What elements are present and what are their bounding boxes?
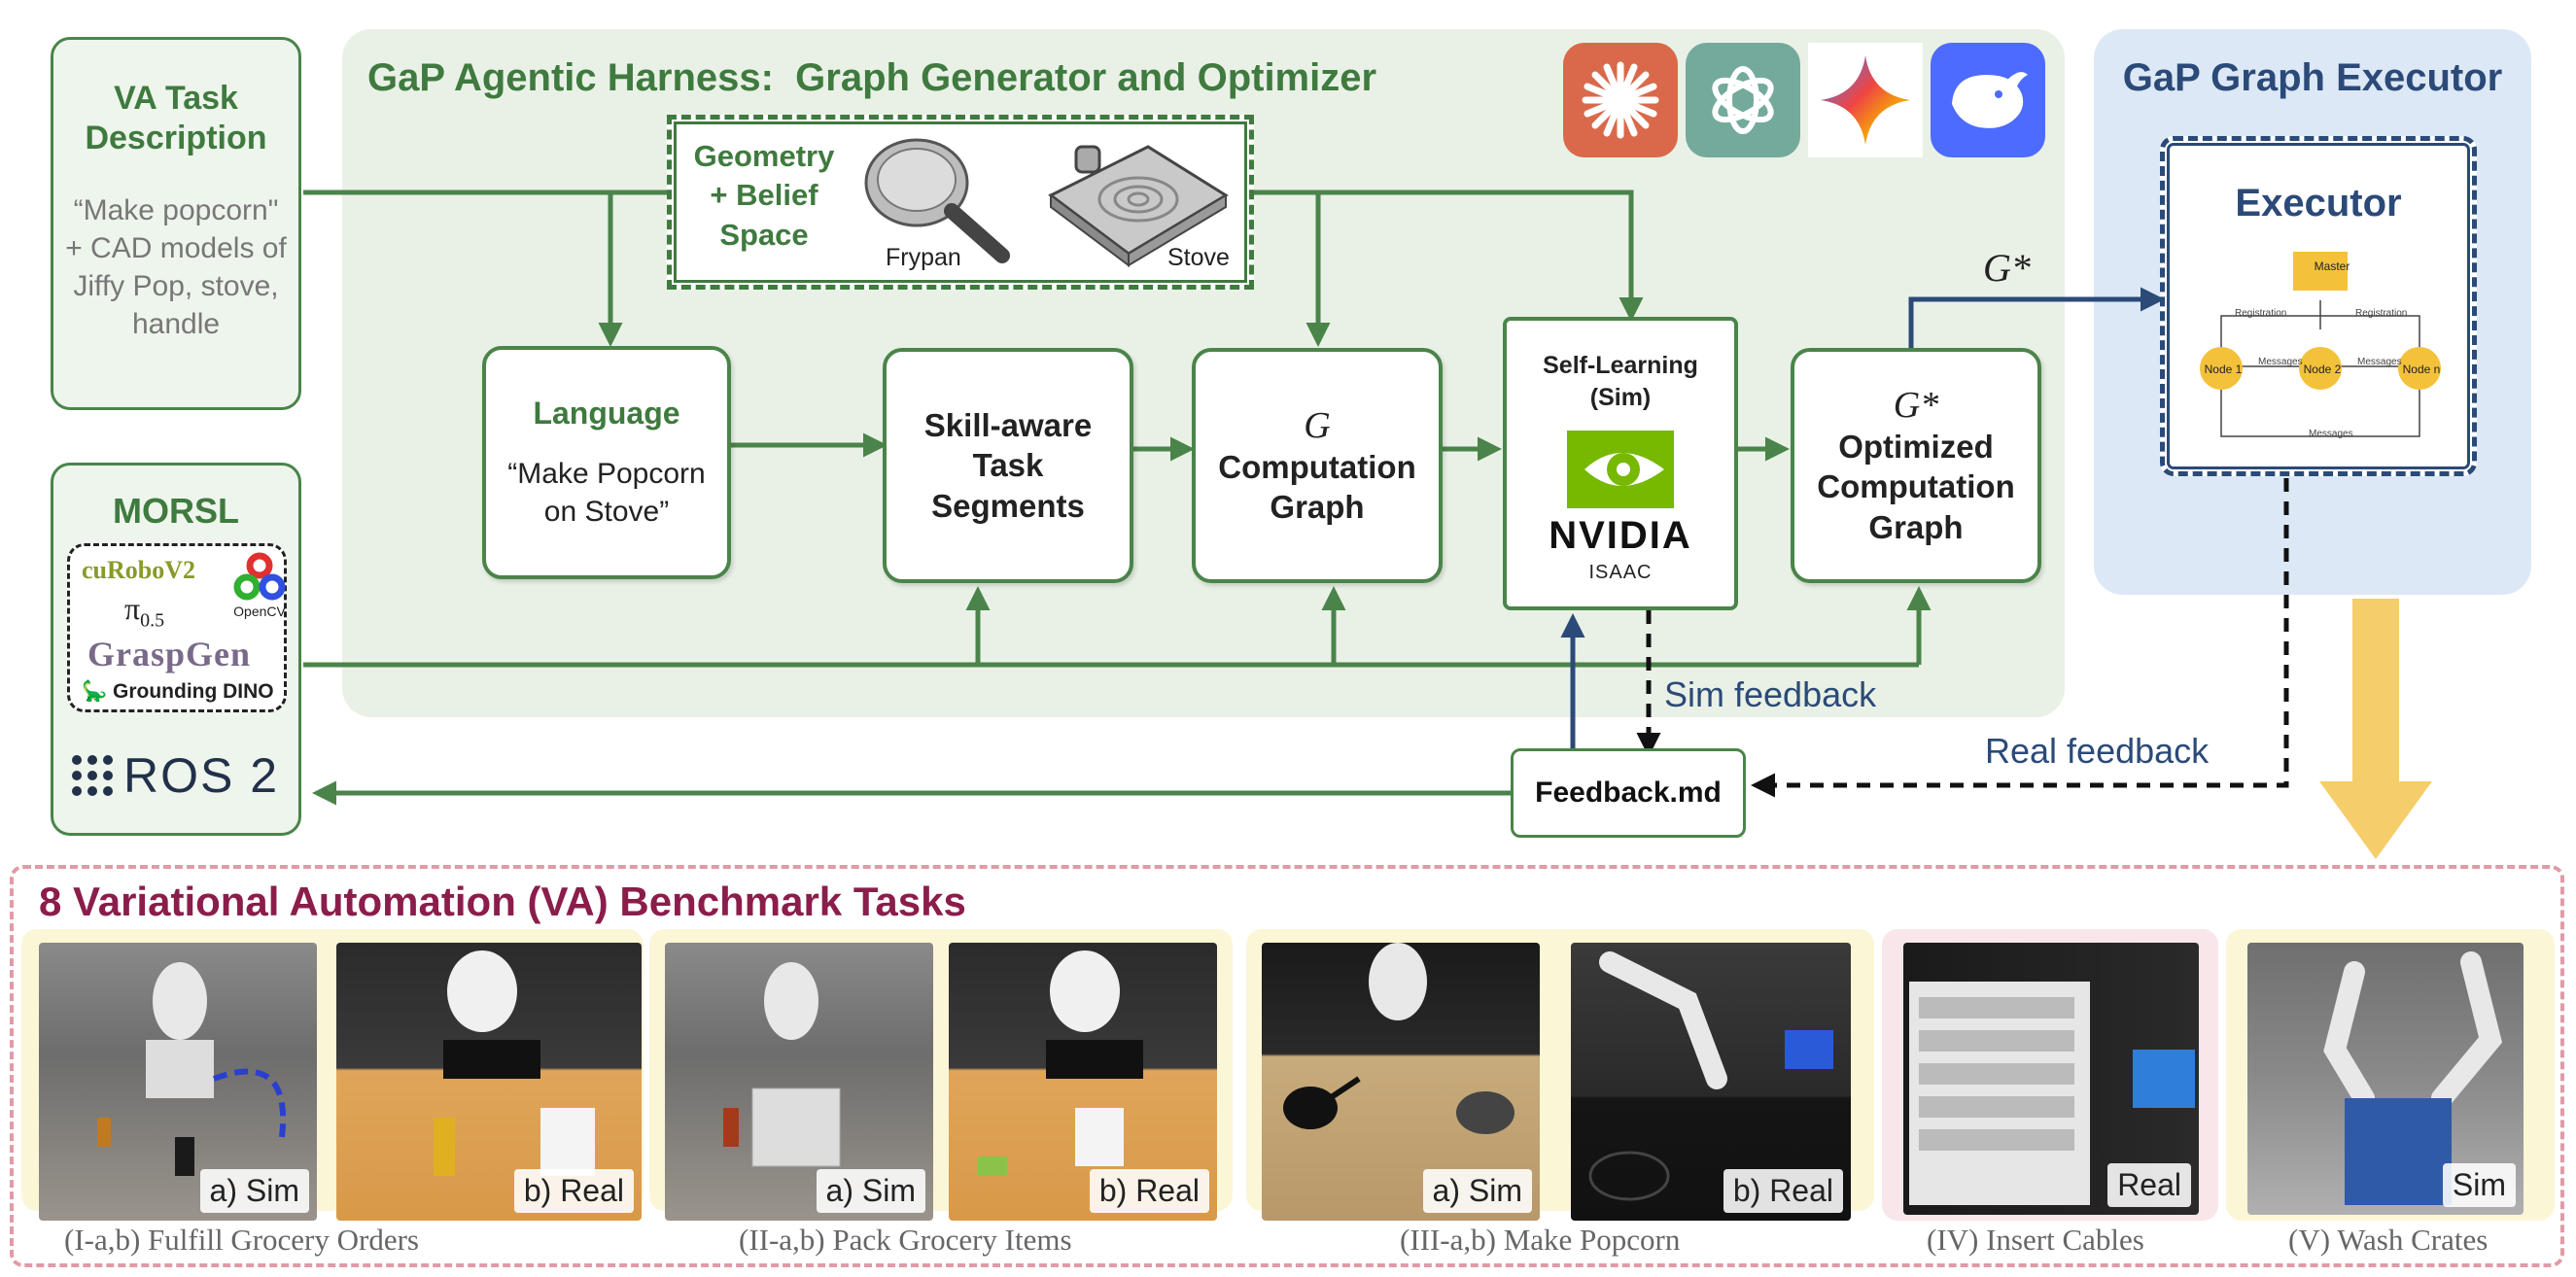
- geometry-box: Geometry + Belief Space Frypan Stove: [667, 115, 1254, 290]
- skill-segments-box: Skill-aware Task Segments: [883, 348, 1133, 583]
- photo-label-pack-real: b) Real: [1089, 1169, 1209, 1213]
- node-2-label: Node 2: [2303, 362, 2342, 376]
- registration-label-left: Registration: [2235, 308, 2287, 319]
- self-learning-box: Self-Learning (Sim) NVIDIA ISAAC: [1503, 317, 1738, 610]
- photo-label-cables-real: Real: [2107, 1163, 2191, 1207]
- caption-pack-grocery: (II-a,b) Pack Grocery Items: [739, 1223, 1072, 1257]
- language-quote: “Make Popcorn on Stove”: [507, 457, 706, 528]
- photo-cables-real: Real: [1903, 943, 2199, 1215]
- big-yellow-arrow: [2319, 599, 2432, 859]
- optimized-graph-box: G* Optimized Computation Graph: [1791, 348, 2041, 583]
- geometry-label: Geometry + Belief Space: [693, 139, 835, 252]
- morsl-title: MORSL: [113, 491, 239, 531]
- node-1: [2200, 347, 2243, 390]
- photo-label-grocery-sim: a) Sim: [199, 1169, 309, 1213]
- benchmark-title: 8 Variational Automation (VA) Benchmark …: [39, 879, 966, 924]
- frypan-icon: [864, 138, 1010, 263]
- pi-symbol: π: [124, 591, 141, 626]
- ros-dots-icon: [72, 755, 113, 796]
- messages-label-left: Messages: [2258, 357, 2303, 367]
- registration-label-right: Registration: [2355, 308, 2408, 319]
- computation-graph-box: G Computation Graph: [1192, 348, 1443, 583]
- photo-label-crates-sim: Sim: [2442, 1163, 2516, 1207]
- ros2-logo: ROS 2: [71, 747, 279, 804]
- real-feedback-label: Real feedback: [1985, 731, 2210, 771]
- dino-icon: 🦕: [82, 680, 108, 703]
- grounding-dino-logo: 🦕 Grounding DINO: [82, 680, 274, 704]
- node-1-label: Node 1: [2204, 362, 2243, 376]
- ros2-label: ROS 2: [123, 748, 280, 803]
- photo-label-popcorn-real: b) Real: [1723, 1169, 1843, 1213]
- master-node: [2293, 252, 2348, 291]
- gemini-icon: [1808, 43, 1923, 157]
- photo-pack-sim: a) Sim: [665, 943, 933, 1221]
- messages-label-right: Messages: [2357, 357, 2402, 367]
- va-task-box: VA Task Description “Make popcorn" + CAD…: [51, 37, 301, 410]
- va-task-title: VA Task Description: [85, 80, 267, 156]
- morsl-libraries: cuRoboV2 OpenCV π0.5 GraspGen 🦕 Groundin…: [67, 543, 287, 712]
- language-box: Language “Make Popcorn on Stove”: [482, 346, 731, 579]
- skill-segments-title: Skill-aware Task Segments: [923, 407, 1093, 524]
- self-learning-title: Self-Learning (Sim): [1543, 352, 1698, 411]
- master-label: Master: [2314, 259, 2350, 273]
- node-n-label: Node n: [2402, 362, 2441, 376]
- photo-popcorn-sim: a) Sim: [1262, 943, 1540, 1221]
- language-title: Language: [533, 395, 680, 431]
- caption-grocery-orders: (I-a,b) Fulfill Grocery Orders: [64, 1223, 419, 1257]
- pi-logo: π0.5: [124, 591, 164, 632]
- photo-label-grocery-real: b) Real: [513, 1169, 634, 1213]
- openai-icon: [1686, 43, 1800, 157]
- va-task-description: “Make popcorn" + CAD models of Jiffy Pop…: [65, 193, 287, 340]
- harness-title: GaP Agentic Harness: Graph Generator and…: [367, 56, 1377, 99]
- opencv-label: OpenCV: [233, 604, 286, 619]
- caption-popcorn: (III-a,b) Make Popcorn: [1400, 1223, 1681, 1257]
- feedback-file-box: Feedback.md: [1511, 748, 1746, 838]
- photo-grocery-real: b) Real: [336, 943, 642, 1221]
- stove-icon: [1048, 145, 1229, 267]
- photo-popcorn-real: b) Real: [1571, 943, 1851, 1221]
- feedback-file-label: Feedback.md: [1535, 777, 1722, 809]
- graph-symbol: G: [1304, 404, 1331, 446]
- executor-graph: [2200, 252, 2441, 437]
- nvidia-label: NVIDIA: [1549, 514, 1692, 557]
- opencv-logo: OpenCV: [233, 552, 286, 619]
- graspgen-logo: GraspGen: [87, 635, 252, 673]
- executor-g-star-label: G*: [1983, 246, 2031, 290]
- deepseek-icon: [1931, 43, 2045, 157]
- nvidia-eye-icon: [1567, 431, 1674, 508]
- photo-crates-sim: Sim: [2247, 943, 2524, 1215]
- sim-feedback-label: Sim feedback: [1664, 674, 1877, 714]
- executor-panel-title: GaP Graph Executor: [2122, 56, 2503, 99]
- messages-label-bottom: Messages: [2309, 429, 2353, 439]
- photo-pack-real: b) Real: [949, 943, 1217, 1221]
- optimized-graph-title: Optimized Computation Graph: [1817, 429, 2015, 545]
- claude-icon: [1563, 43, 1678, 157]
- opencv-icon: [233, 552, 286, 601]
- computation-graph-title: Computation Graph: [1218, 448, 1416, 525]
- photo-label-popcorn-sim: a) Sim: [1422, 1169, 1532, 1213]
- node-2: [2299, 347, 2342, 390]
- isaac-label: ISAAC: [1588, 562, 1653, 583]
- morsl-box: MORSL cuRoboV2 OpenCV π0.5 GraspGen 🦕 Gr…: [51, 463, 301, 836]
- executor-box: Executor Master Node 1 Node 2 Node n Reg…: [2160, 136, 2477, 476]
- caption-wash-crates: (V) Wash Crates: [2288, 1223, 2489, 1257]
- grounding-dino-label: Grounding DINO: [113, 680, 274, 703]
- node-n: [2398, 347, 2441, 390]
- photo-grocery-sim: a) Sim: [39, 943, 317, 1221]
- optimized-graph-symbol: G*: [1893, 385, 1939, 427]
- caption-insert-cables: (IV) Insert Cables: [1927, 1223, 2144, 1257]
- frypan-label: Frypan: [886, 244, 961, 271]
- pi-subscript: 0.5: [140, 609, 165, 632]
- stove-label: Stove: [1167, 244, 1230, 271]
- executor-title: Executor: [2235, 182, 2402, 224]
- photo-label-pack-sim: a) Sim: [816, 1169, 925, 1213]
- curobo-logo: cuRoboV2: [82, 556, 196, 584]
